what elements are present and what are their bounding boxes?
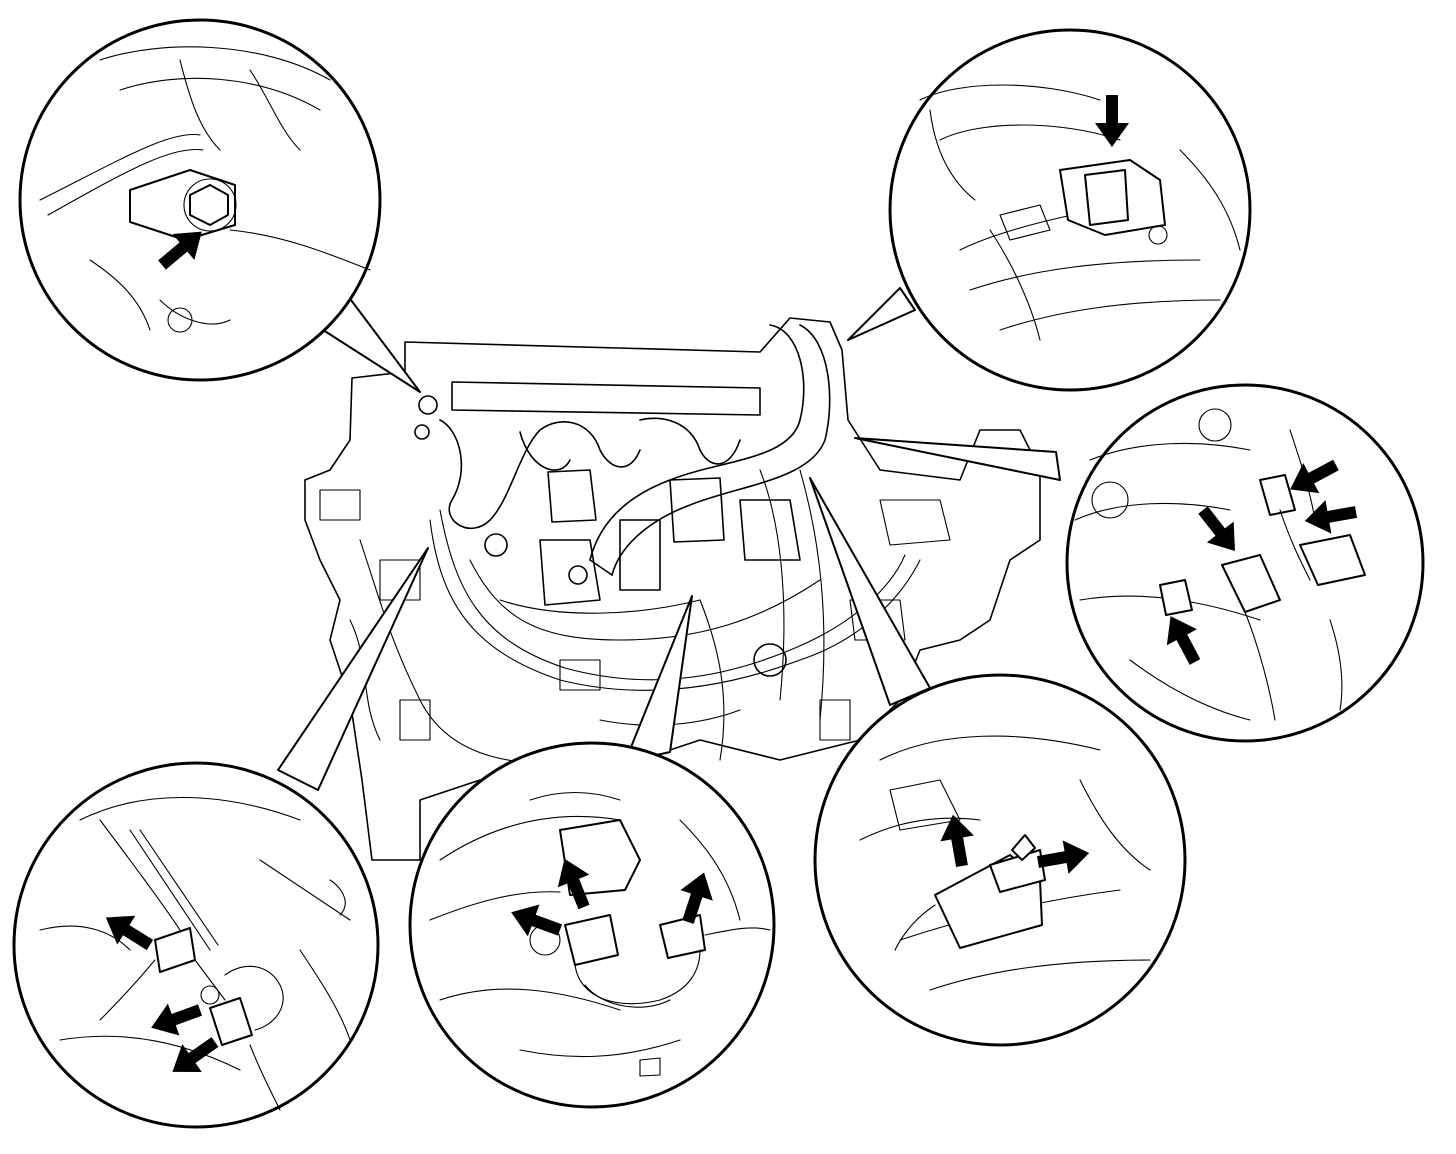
connector-clip (1011, 834, 1036, 861)
detail-circle-top-right (888, 28, 1252, 392)
leader-lower-right (809, 477, 931, 706)
detail-circle-top-left (18, 18, 382, 382)
detail-circle-bottom-left (12, 761, 380, 1129)
connector-upper (1259, 474, 1296, 516)
connector-left (564, 914, 619, 966)
leader-lines (277, 287, 1061, 791)
connector-middle (1221, 554, 1281, 613)
detail-circle-right (1065, 383, 1425, 743)
connector-lock (1084, 169, 1129, 226)
connector-right (1299, 534, 1366, 586)
leader-right (854, 437, 1061, 481)
bolt (189, 184, 229, 226)
connector-lower (1159, 579, 1193, 616)
leader-top-right (847, 287, 916, 341)
leader-bottom-left (277, 547, 429, 791)
detail-circle-bottom-middle (408, 741, 776, 1109)
detail-circle-lower-right (813, 673, 1187, 1047)
connector-lower (209, 997, 253, 1046)
